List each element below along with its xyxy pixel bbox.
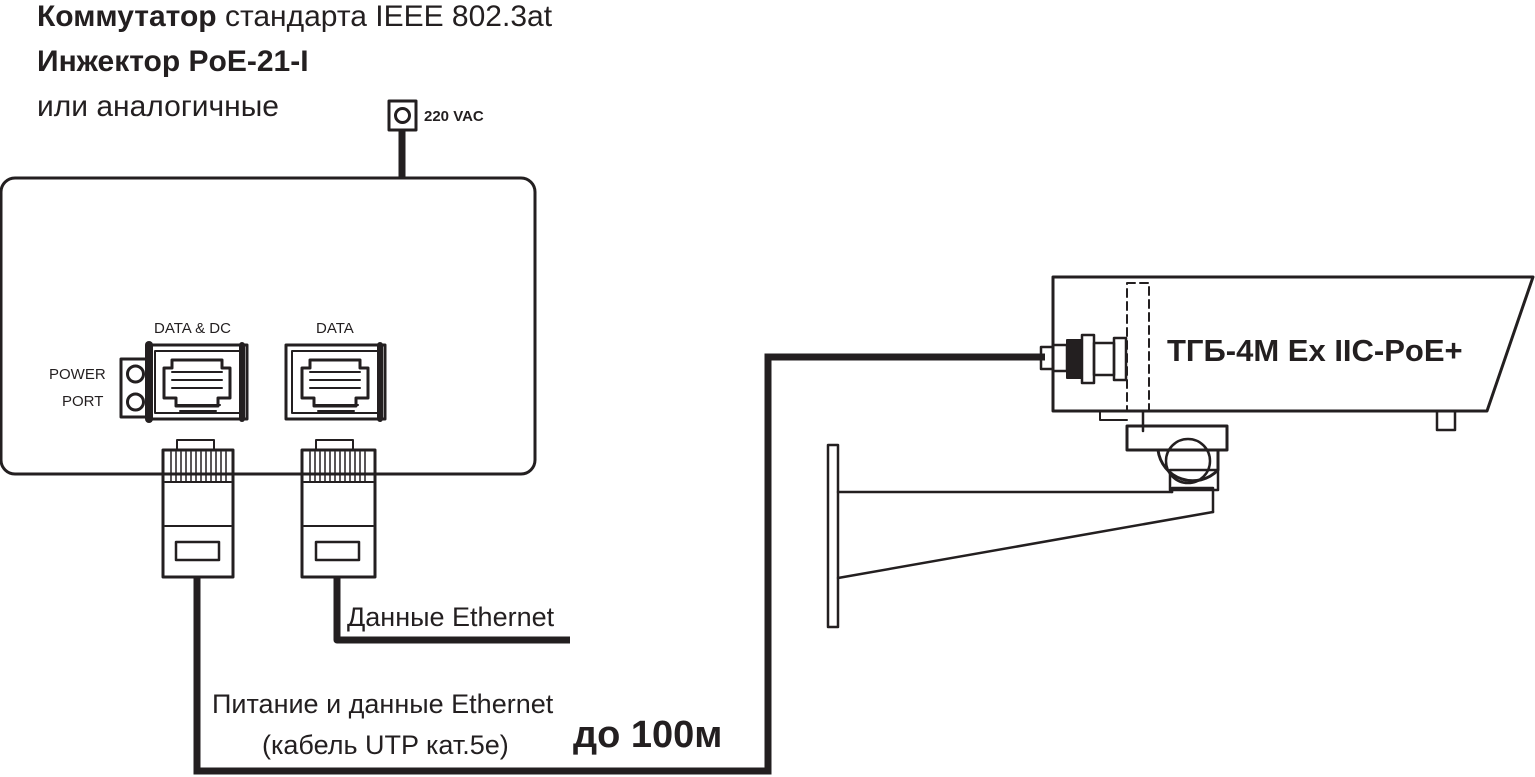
header-line-3: или аналогичные: [37, 90, 279, 123]
header-line-1: Коммутатор стандарта IEEE 802.3at: [37, 2, 552, 32]
wall-bracket-icon: [826, 443, 1215, 629]
distance-label: до 100м: [573, 714, 723, 756]
port-data-dc-label: DATA & DC: [154, 320, 231, 337]
camera-model-label: ТГБ-4М Ex IIC-PoE+: [1167, 333, 1463, 368]
rj45-socket-data-icon: [284, 342, 387, 422]
rj45-plug-poe-icon: [161, 439, 235, 579]
poe-cable-label-2: (кабель UTP кат.5е): [262, 730, 509, 760]
power-input-label: 220 VAC: [424, 108, 484, 125]
rj45-plug-data-icon: [300, 439, 377, 579]
poe-cable: [193, 353, 1045, 775]
header-line-2: Инжектор PoE-21-I: [37, 47, 309, 77]
port-data-label: DATA: [316, 320, 354, 337]
power-socket-icon: [387, 99, 418, 132]
header-switch-label: Коммутатор: [37, 0, 217, 33]
poe-cable-label-1: Питание и данные Ethernet: [212, 689, 554, 719]
power-port-label-1: POWER: [49, 366, 106, 383]
header-injector-label: Инжектор PoE-21-I: [37, 45, 309, 78]
power-port-label-2: PORT: [62, 393, 104, 410]
injector-box: [0, 176, 537, 476]
camera-connector-icon: [1039, 333, 1128, 385]
data-cable: [333, 577, 570, 644]
camera-mount-icon: [1125, 424, 1229, 492]
header-switch-standard: стандарта IEEE 802.3at: [216, 0, 553, 33]
data-cable-label: Данные Ethernet: [347, 602, 555, 632]
rj45-socket-data-dc-icon: [145, 341, 249, 423]
